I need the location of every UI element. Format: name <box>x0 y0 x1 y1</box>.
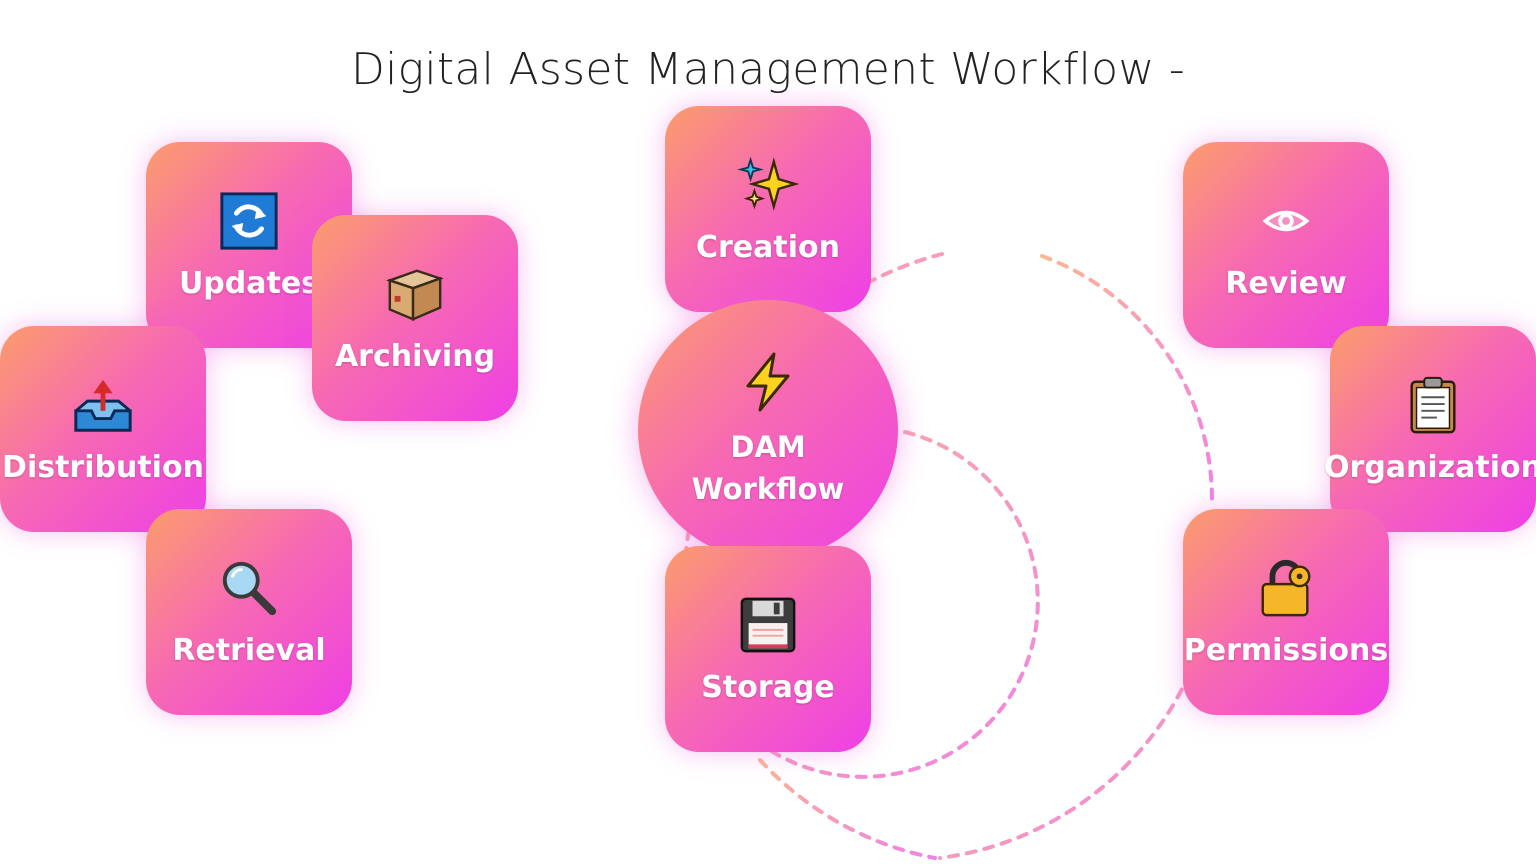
node-label: Archiving <box>334 338 496 374</box>
clipboard-icon <box>1410 376 1456 433</box>
hub-label-line1: DAM <box>730 430 806 464</box>
magnifier-icon <box>222 561 277 615</box>
hub-dam-workflow[interactable]: DAM Workflow <box>638 300 898 560</box>
node-label: Distribution <box>2 449 204 485</box>
node-organization[interactable]: Organization <box>1324 326 1536 532</box>
node-label: Permissions <box>1183 632 1389 668</box>
refresh-icon <box>220 191 278 250</box>
node-creation[interactable]: Creation <box>665 106 871 312</box>
node-label: Retrieval <box>172 632 326 668</box>
sparkles-icon <box>737 156 799 211</box>
node-label: Creation <box>696 229 840 265</box>
connector-arc <box>1040 254 1214 502</box>
floppy-disk-icon <box>740 597 796 652</box>
node-label: Updates <box>178 265 320 301</box>
eye-icon <box>1262 210 1310 231</box>
outbox-tray-icon <box>74 379 132 432</box>
lock-icon <box>1261 559 1311 616</box>
node-label: Organization <box>1324 449 1536 485</box>
node-permissions[interactable]: Permissions <box>1183 509 1389 715</box>
node-storage[interactable]: Storage <box>665 546 871 752</box>
node-review[interactable]: Review <box>1183 142 1389 348</box>
lightning-icon <box>746 352 790 412</box>
connector-arc <box>758 758 937 860</box>
package-icon <box>386 268 444 321</box>
node-retrieval[interactable]: Retrieval <box>146 509 352 715</box>
node-label: Review <box>1225 265 1347 301</box>
page-title: Digital Asset Management Workflow - <box>350 44 1186 95</box>
hub-label-line2: Workflow <box>691 472 845 506</box>
node-distribution[interactable]: Distribution <box>0 326 206 532</box>
node-label: Storage <box>701 669 835 705</box>
node-archiving[interactable]: Archiving <box>312 215 518 421</box>
